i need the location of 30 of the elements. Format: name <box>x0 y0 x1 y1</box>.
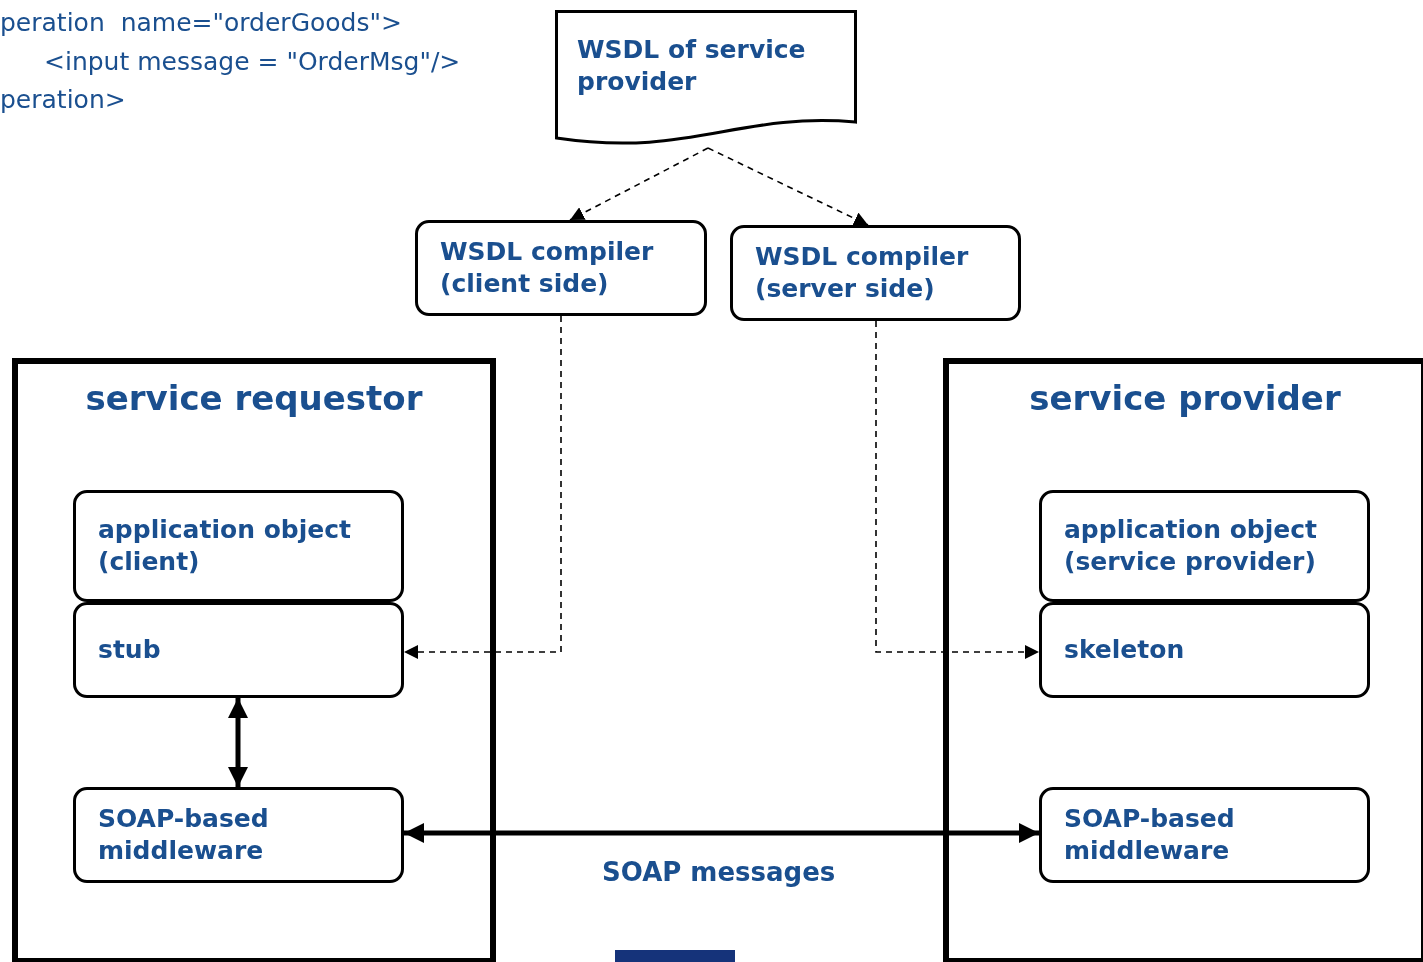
node-label: skeleton <box>1064 633 1185 666</box>
node-label: stub <box>98 633 161 666</box>
system-frame <box>12 358 496 962</box>
arrow <box>707 147 869 226</box>
node-label: SOAP-based middleware <box>1064 802 1236 867</box>
process-box <box>415 220 707 316</box>
process-box <box>1039 490 1370 602</box>
node-label: SOAP-based middleware <box>98 802 270 867</box>
process-box <box>1039 602 1370 698</box>
code-line: <input message = "OrderMsg"/> <box>44 47 461 76</box>
process-box <box>1039 787 1370 883</box>
node-label: application object (client) <box>98 513 353 578</box>
arrow <box>875 320 1040 659</box>
system-frame <box>943 358 1423 962</box>
arrow <box>404 823 1039 843</box>
process-box <box>73 787 404 883</box>
arrow <box>569 147 709 221</box>
arrow <box>228 698 248 787</box>
arrow <box>403 315 562 659</box>
process-box <box>730 225 1021 321</box>
node-label: application object (service provider) <box>1064 513 1319 578</box>
code-line: peration> <box>0 85 126 114</box>
node-label: WSDL compiler (client side) <box>440 235 655 300</box>
process-box <box>73 602 404 698</box>
code-line: peration name="orderGoods"> <box>0 8 402 37</box>
process-box <box>73 490 404 602</box>
node-label: WSDL compiler (server side) <box>755 240 970 305</box>
node-label: WSDL of service provider <box>577 33 807 98</box>
frame-title: service requestor <box>85 377 423 420</box>
frame-title: service provider <box>1029 377 1341 420</box>
